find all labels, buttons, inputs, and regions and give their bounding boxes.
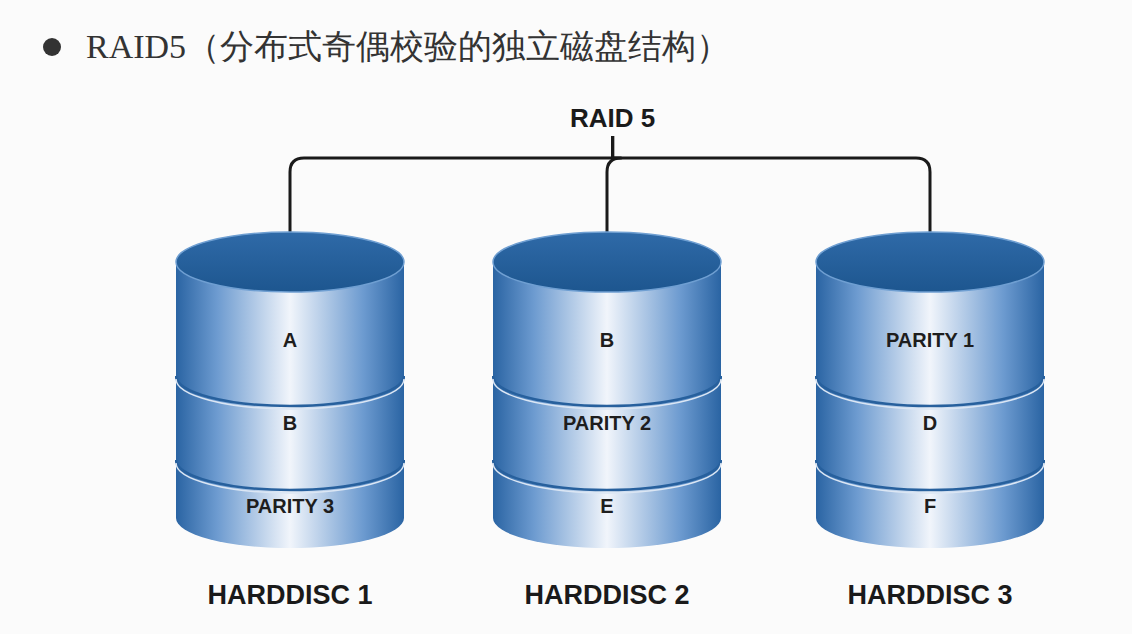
- stripe-text: E: [600, 495, 613, 518]
- disk-label: HARDDISC 1: [145, 580, 435, 611]
- hard-disk: HARDDISC 1ABPARITY 3: [175, 230, 405, 550]
- disk-stripe: PARITY 3: [195, 484, 385, 528]
- disk-stripe: D: [835, 401, 1025, 445]
- stripe-text: PARITY 3: [246, 495, 334, 518]
- stripe-text: D: [923, 412, 937, 435]
- disk-label: HARDDISC 3: [785, 580, 1075, 611]
- disk-stripe: B: [195, 401, 385, 445]
- stripe-text: PARITY 2: [563, 412, 651, 435]
- disk-stripe: PARITY 2: [512, 401, 702, 445]
- hard-disk: HARDDISC 3PARITY 1DF: [815, 230, 1045, 550]
- bullet-dot: [43, 38, 61, 56]
- hard-disk: HARDDISC 2BPARITY 2E: [492, 230, 722, 550]
- disk-stripe: E: [512, 484, 702, 528]
- stripe-text: PARITY 1: [886, 329, 974, 352]
- disk-stripe: A: [195, 318, 385, 362]
- stripe-text: B: [600, 329, 614, 352]
- stripe-text: F: [924, 495, 936, 518]
- disk-stripe: PARITY 1: [835, 318, 1025, 362]
- disk-stripe: B: [512, 318, 702, 362]
- raid-title: RAID 5: [570, 103, 655, 133]
- disk-label: HARDDISC 2: [462, 580, 752, 611]
- raid-label: RAID 5: [564, 101, 661, 136]
- stripe-text: A: [283, 329, 297, 352]
- disk-stripe: F: [835, 484, 1025, 528]
- slide-title: RAID5（分布式奇偶校验的独立磁盘结构）: [86, 24, 730, 70]
- stripe-text: B: [283, 412, 297, 435]
